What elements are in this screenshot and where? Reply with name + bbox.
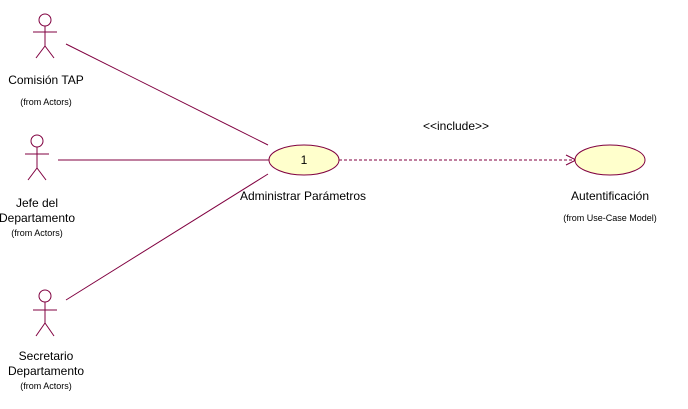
actor-right-leg [44,322,55,337]
use-case-autentificacion[interactable] [574,144,646,176]
actor-name-jefe-line1: Jefe del [16,196,58,210]
actor-origin-secretario: (from Actors) [20,381,72,391]
actor-head [38,13,52,27]
use-case-name-administrar-parametros: Administrar Parámetros [240,189,366,203]
use-case-origin-autentificacion: (from Use-Case Model) [563,213,657,223]
association-comision-tap[interactable] [65,43,269,146]
actor-left-leg [35,322,46,337]
actor-name-comision-tap: Comisión TAP [8,73,84,87]
actor-origin-comision-tap: (from Actors) [20,97,72,107]
actor-head [30,134,44,148]
actor-right-leg [44,45,55,59]
actor-left-leg [35,45,46,59]
use-case-administrar-parametros[interactable] [268,144,340,176]
actor-name-jefe-line2: Departamento [0,211,75,225]
use-case-name-autentificacion: Autentificación [571,189,649,203]
actor-head [38,289,52,303]
use-case-number: 1 [301,153,308,167]
actor-origin-jefe: (from Actors) [11,228,63,238]
actor-name-secretario-line2: Departamento [8,364,84,378]
actor-right-leg [36,167,47,181]
actor-jefe-departamento[interactable] [25,134,49,181]
actor-secretario-departamento[interactable] [33,289,57,337]
association-secretario-departamento[interactable] [65,173,269,301]
actor-name-secretario-line1: Secretario [19,349,74,363]
actor-left-leg [27,167,38,181]
actor-comision-tap[interactable] [33,13,57,59]
include-label: <<include>> [423,119,489,133]
